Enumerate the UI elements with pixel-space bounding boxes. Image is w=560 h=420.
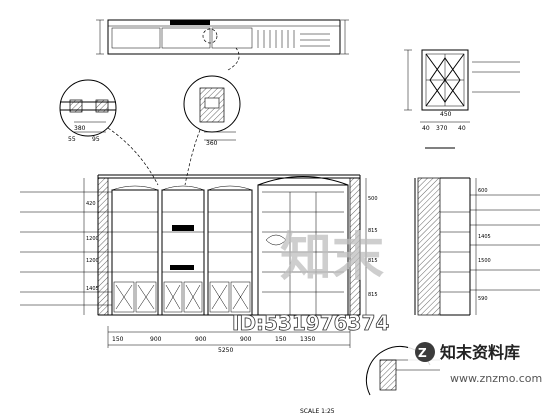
watermark-brand: 知末资料库 xyxy=(440,343,520,362)
detail-dim-95: 95 xyxy=(92,136,100,143)
detail-dim-360: 360 xyxy=(206,140,218,147)
watermark-logo: 知末 xyxy=(280,228,384,288)
watermark-id: ID:531976374 xyxy=(232,311,389,335)
door-dim-40b: 40 xyxy=(458,125,466,132)
bottom-dimension-string: 150 900 900 900 150 5250 1350 xyxy=(107,326,351,354)
watermark-brand-logo: Z xyxy=(415,342,435,362)
bottom-dim-900a: 900 xyxy=(150,336,162,343)
detail-dim-380: 380 xyxy=(74,125,86,132)
bottom-dim-900c: 900 xyxy=(240,336,252,343)
left-dim-1200a: 1200 xyxy=(86,236,99,242)
bottom-dim-150b: 150 xyxy=(275,336,287,343)
right-dim-815a: 815 xyxy=(368,228,378,234)
left-dim-1200b: 1200 xyxy=(86,258,99,264)
side-dim-600: 600 xyxy=(478,188,488,194)
bottom-dim-total: 5250 xyxy=(218,347,233,354)
svg-text:Z: Z xyxy=(418,346,427,360)
detail-circle-center: 360 xyxy=(183,47,241,186)
main-elevation: 420 1200 1200 1405 500 815 815 815 150 9… xyxy=(20,174,378,354)
top-plan-view xyxy=(96,19,349,55)
right-dim-500: 500 xyxy=(368,196,378,202)
svg-text:知末: 知末 xyxy=(280,228,384,288)
door-panel-detail: 40 370 40 450 xyxy=(404,49,520,149)
watermark-site: www.znzmo.com xyxy=(450,372,542,385)
bottom-dim-150a: 150 xyxy=(112,336,124,343)
scale-label: SCALE 1:25 xyxy=(300,408,335,415)
left-annotation-leaders: 420 1200 1200 1405 xyxy=(20,178,112,315)
detail-dim-55: 55 xyxy=(68,136,76,143)
left-dim-420: 420 xyxy=(86,201,96,207)
bottom-dim-1350: 1350 xyxy=(300,336,315,343)
detail-circle-left: 380 55 95 xyxy=(59,79,159,186)
door-dim-370: 370 xyxy=(436,125,448,132)
left-dim-1405: 1405 xyxy=(86,286,99,292)
right-dim-815c: 815 xyxy=(368,292,378,298)
bottom-dim-900b: 900 xyxy=(195,336,207,343)
cabinet-bay-3 xyxy=(207,189,253,316)
side-dim-1405: 1405 xyxy=(478,234,491,240)
door-dim-450: 450 xyxy=(440,111,452,118)
door-dim-40a: 40 xyxy=(422,125,430,132)
watermark-overlay: 知末 ID:531976374 Z 知末资料库 www.znzmo.com xyxy=(232,228,560,385)
side-dim-1500: 1500 xyxy=(478,258,491,264)
cabinet-bay-2 xyxy=(161,189,205,316)
side-dim-590: 590 xyxy=(478,296,488,302)
tall-cabinet xyxy=(257,176,349,316)
cabinet-bay-1 xyxy=(111,189,159,316)
right-dim-815b: 815 xyxy=(368,258,378,264)
side-section: 600 1405 1500 590 xyxy=(414,177,540,316)
right-vertical-dims: 500 815 815 815 xyxy=(365,178,378,315)
